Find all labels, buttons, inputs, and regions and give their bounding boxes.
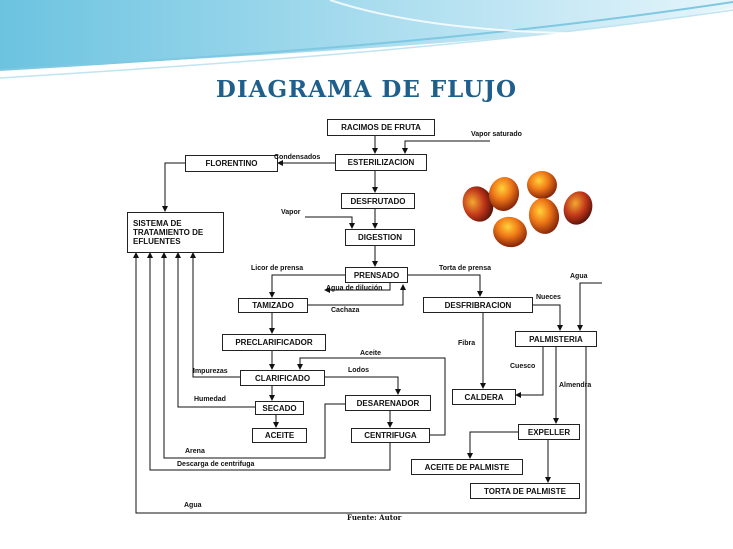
label-cachaza: Cachaza bbox=[331, 307, 360, 314]
box-tamizado: TAMIZADO bbox=[238, 298, 308, 313]
box-sistema-tratamiento-efluentes: SISTEMA DE TRATAMIENTO DE EFLUENTES bbox=[127, 212, 224, 253]
label-lodos: Lodos bbox=[348, 367, 369, 374]
label-nueces: Nueces bbox=[536, 294, 561, 301]
box-desfrutado: DESFRUTADO bbox=[341, 193, 415, 209]
label-agua-bottom: Agua bbox=[184, 502, 202, 509]
label-vapor-saturado: Vapor saturado bbox=[471, 131, 522, 138]
box-florentino: FLORENTINO bbox=[185, 155, 278, 172]
box-clarificado: CLARIFICADO bbox=[240, 370, 325, 386]
box-desarenador: DESARENADOR bbox=[345, 395, 431, 411]
box-palmisteria: PALMISTERIA bbox=[515, 331, 597, 347]
box-torta-de-palmiste: TORTA DE PALMISTE bbox=[470, 483, 580, 499]
page-title: DIAGRAMA DE FLUJO bbox=[215, 76, 518, 103]
label-vapor: Vapor bbox=[281, 209, 301, 216]
label-aceite: Aceite bbox=[360, 350, 382, 357]
label-torta-de-prensa: Torta de prensa bbox=[439, 265, 491, 272]
source-caption: Fuente: Autor bbox=[347, 513, 402, 522]
palm-fruit-image bbox=[462, 171, 593, 248]
label-arena: Arena bbox=[185, 448, 205, 455]
box-centrifuga: CENTRIFUGA bbox=[351, 428, 430, 443]
box-racimos-de-fruta: RACIMOS DE FRUTA bbox=[327, 119, 435, 136]
box-esterilizacion: ESTERILIZACION bbox=[335, 154, 427, 171]
label-impurezas: Impurezas bbox=[193, 368, 228, 375]
label-licor-de-prensa: Licor de prensa bbox=[251, 265, 304, 272]
label-agua-top: Agua bbox=[570, 273, 588, 280]
label-humedad: Humedad bbox=[194, 396, 226, 403]
box-prensado: PRENSADO bbox=[345, 267, 408, 283]
label-almendra: Almendra bbox=[559, 382, 592, 389]
box-digestion: DIGESTION bbox=[345, 229, 415, 246]
box-expeller: EXPELLER bbox=[518, 424, 580, 440]
box-preclarificador: PRECLARIFICADOR bbox=[222, 334, 326, 351]
box-desfribracion: DESFRIBRACION bbox=[423, 297, 533, 313]
box-secado: SECADO bbox=[255, 401, 304, 415]
label-condensados: Condensados bbox=[274, 154, 321, 161]
label-fibra: Fibra bbox=[458, 340, 476, 347]
label-cuesco: Cuesco bbox=[510, 363, 536, 370]
label-agua-de-dilucion: Agua de dilución bbox=[326, 285, 383, 292]
box-aceite-de-palmiste: ACEITE DE PALMISTE bbox=[411, 459, 523, 475]
box-caldera: CALDERA bbox=[452, 389, 516, 405]
header-banner bbox=[0, 0, 733, 79]
box-aceite: ACEITE bbox=[252, 428, 307, 443]
label-descarga-de-centrifuga: Descarga de centrifuga bbox=[177, 461, 255, 468]
